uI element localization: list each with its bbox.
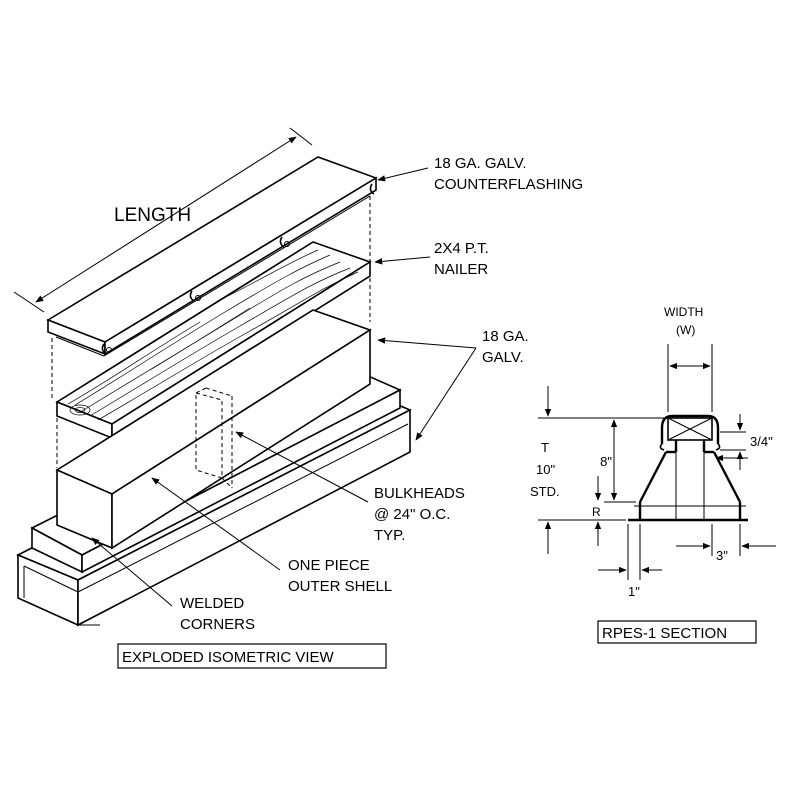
section-body xyxy=(628,440,748,522)
length-dimension xyxy=(13,127,313,313)
outer-shell-leader xyxy=(151,477,281,571)
welded-corners-label-line2: CORNERS xyxy=(180,616,255,633)
section-cap xyxy=(659,414,721,451)
galv-leader-2 xyxy=(415,347,477,441)
three-quarter-label: 3/4" xyxy=(750,434,773,449)
nailer-leader xyxy=(374,256,431,265)
bulkheads-leader xyxy=(235,431,369,503)
nailer-2x4 xyxy=(55,241,372,440)
eight-inch-label: 8" xyxy=(600,454,612,469)
counterflashing-leader xyxy=(377,167,429,182)
t-label: T xyxy=(541,440,549,455)
section-view: WIDTH (W) xyxy=(530,305,776,644)
bulkheads-label-line3: TYP. xyxy=(374,527,405,544)
nailer-label-line1: 2X4 P.T. xyxy=(434,240,489,257)
t-value: 10" xyxy=(536,462,555,477)
outer-shell xyxy=(16,309,412,627)
welded-corners-label-line1: WELDED xyxy=(180,595,244,612)
nailer-label-line2: NAILER xyxy=(434,261,488,278)
section-title-box xyxy=(597,620,757,644)
galv-label-line2: GALV. xyxy=(482,349,524,366)
isometric-view-title: EXPLODED ISOMETRIC VIEW xyxy=(122,649,335,666)
one-inch-label: 1" xyxy=(628,584,640,599)
r-label: R xyxy=(592,505,601,519)
bulkheads-label-line1: BULKHEADS xyxy=(374,485,465,502)
isometric-title-box xyxy=(117,643,387,669)
width-label-line1: WIDTH xyxy=(664,305,703,319)
outer-shell-label-line1: ONE PIECE xyxy=(288,557,370,574)
isometric-view: LENGTH 18 GA. GALV. COUNTERFLASHING xyxy=(13,127,583,669)
length-label: LENGTH xyxy=(114,205,191,226)
t-std: STD. xyxy=(530,484,560,499)
welded-corners-leader xyxy=(91,537,173,607)
three-inch-label: 3" xyxy=(716,548,728,563)
section-title: RPES-1 SECTION xyxy=(602,625,727,642)
bulkheads-label-line2: @ 24" O.C. xyxy=(374,506,450,523)
counterflashing-label-line1: 18 GA. GALV. xyxy=(434,155,527,172)
counterflashing-label-line2: COUNTERFLASHING xyxy=(434,176,583,193)
width-label-line2: (W) xyxy=(676,323,695,337)
galv-leader-1 xyxy=(377,337,477,349)
counterflashing-cap xyxy=(46,156,378,357)
galv-label-line1: 18 GA. xyxy=(482,328,529,345)
outer-shell-label-line2: OUTER SHELL xyxy=(288,578,392,595)
